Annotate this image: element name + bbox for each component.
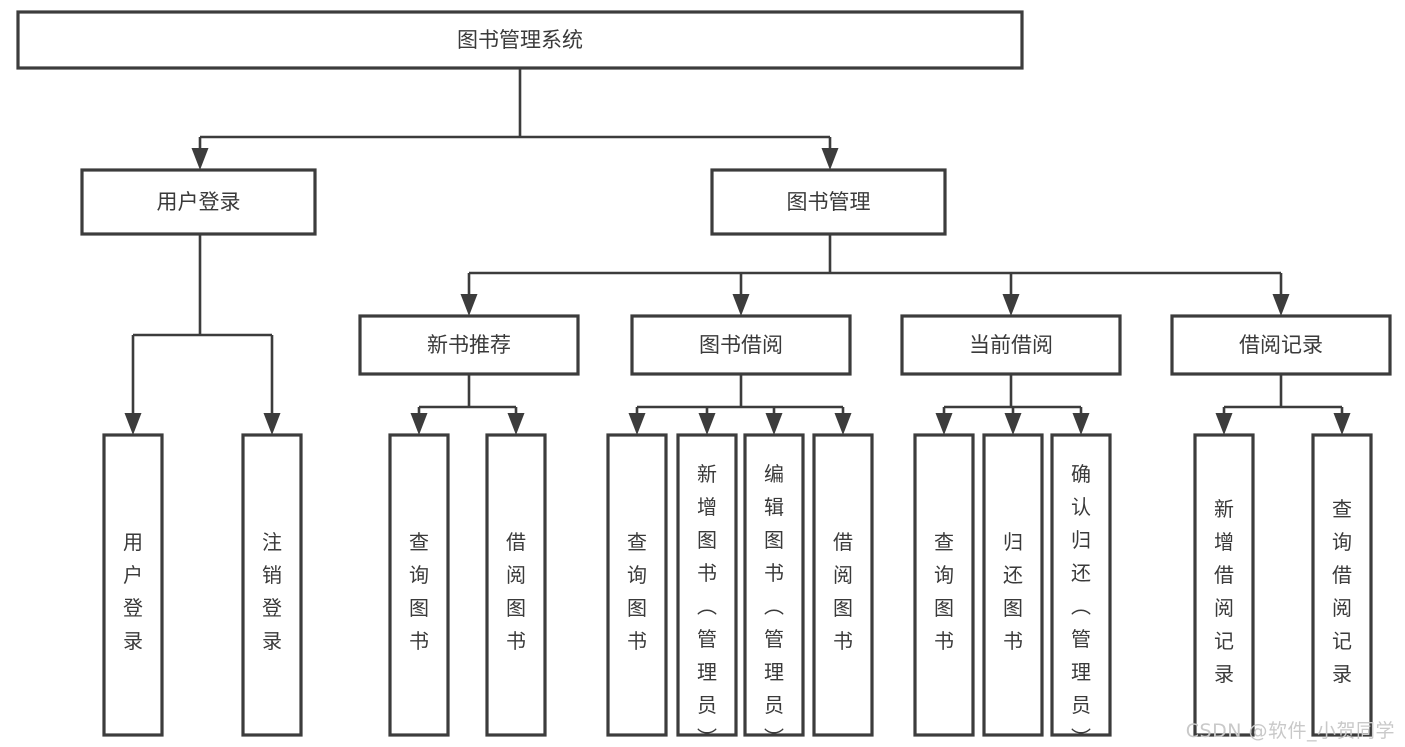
node-borrow-record[interactable]: 借阅记录 bbox=[1170, 314, 1392, 376]
node-label: 图书管理系统 bbox=[457, 28, 583, 52]
node-book-borrow[interactable]: 图书借阅 bbox=[630, 314, 852, 376]
connector-new-book-to-leaves bbox=[410, 374, 525, 435]
node-label: 查询图书 bbox=[627, 529, 647, 652]
arrow-head-icon bbox=[191, 148, 209, 170]
node-label: 图书管理 bbox=[787, 190, 871, 214]
node-label: 确认归还︵管理员︶ bbox=[1071, 461, 1091, 747]
node-box[interactable] bbox=[102, 433, 164, 737]
arrow-head-icon bbox=[410, 413, 428, 435]
node-book-management[interactable]: 图书管理 bbox=[710, 168, 947, 236]
leaf-query-borrow-record[interactable]: 查询借阅记录 bbox=[1311, 433, 1373, 737]
arrow-head-icon bbox=[698, 413, 716, 435]
node-root-library-system[interactable]: 图书管理系统 bbox=[16, 10, 1024, 70]
node-label: 新增借阅记录 bbox=[1214, 496, 1234, 685]
connector-current-borrow-to-leaves bbox=[935, 374, 1090, 435]
connector-user-login-to-leaves bbox=[124, 234, 281, 435]
leaf-query-book-borrow[interactable]: 查询图书 bbox=[606, 433, 668, 737]
leaf-borrow-book[interactable]: 借阅图书 bbox=[812, 433, 874, 737]
leaf-edit-book-admin[interactable]: 编辑图书︵管理员︶ bbox=[743, 433, 805, 747]
arrow-head-icon bbox=[1333, 413, 1351, 435]
node-label: 查询借阅记录 bbox=[1332, 496, 1352, 685]
node-box[interactable] bbox=[358, 314, 580, 376]
arrow-head-icon bbox=[1004, 413, 1022, 435]
node-current-borrow[interactable]: 当前借阅 bbox=[900, 314, 1122, 376]
node-box[interactable] bbox=[913, 433, 975, 737]
node-box[interactable] bbox=[485, 433, 547, 737]
leaf-user-login[interactable]: 用户登录 bbox=[102, 433, 164, 737]
arrow-head-icon bbox=[263, 413, 281, 435]
nodes-layer: 图书管理系统用户登录图书管理新书推荐图书借阅当前借阅借阅记录用户登录注销登录查询… bbox=[16, 10, 1392, 747]
arrow-head-icon bbox=[628, 413, 646, 435]
arrow-head-icon bbox=[460, 294, 478, 316]
node-user-login[interactable]: 用户登录 bbox=[80, 168, 317, 236]
node-label: 借阅记录 bbox=[1239, 333, 1323, 357]
leaf-return-book[interactable]: 归还图书 bbox=[982, 433, 1044, 737]
arrow-head-icon bbox=[834, 413, 852, 435]
leaf-logout-login[interactable]: 注销登录 bbox=[241, 433, 303, 737]
node-box[interactable] bbox=[1311, 433, 1373, 737]
node-label: 当前借阅 bbox=[969, 333, 1053, 357]
node-label: 新书推荐 bbox=[427, 333, 511, 357]
edges-layer bbox=[124, 68, 1351, 435]
node-box[interactable] bbox=[1050, 433, 1112, 737]
node-box[interactable] bbox=[812, 433, 874, 737]
node-label: 新增图书︵管理员︶ bbox=[697, 461, 717, 747]
leaf-add-book-admin[interactable]: 新增图书︵管理员︶ bbox=[676, 433, 738, 747]
node-box[interactable] bbox=[241, 433, 303, 737]
node-box[interactable] bbox=[606, 433, 668, 737]
node-label: 编辑图书︵管理员︶ bbox=[764, 461, 784, 747]
leaf-borrow-book-new-recommend[interactable]: 借阅图书 bbox=[485, 433, 547, 737]
node-label: 借阅图书 bbox=[506, 529, 526, 652]
node-box[interactable] bbox=[710, 168, 947, 236]
arrow-head-icon bbox=[1215, 413, 1233, 435]
node-box[interactable] bbox=[630, 314, 852, 376]
node-label: 注销登录 bbox=[262, 529, 282, 652]
node-box[interactable] bbox=[16, 10, 1024, 70]
node-box[interactable] bbox=[900, 314, 1122, 376]
arrow-head-icon bbox=[507, 413, 525, 435]
node-new-book-recommend[interactable]: 新书推荐 bbox=[358, 314, 580, 376]
node-box[interactable] bbox=[80, 168, 317, 236]
node-label: 归还图书 bbox=[1003, 529, 1023, 652]
node-label: 用户登录 bbox=[157, 190, 241, 214]
node-box[interactable] bbox=[982, 433, 1044, 737]
connector-borrow-record-to-leaves bbox=[1215, 374, 1351, 435]
arrow-head-icon bbox=[935, 413, 953, 435]
node-label: 借阅图书 bbox=[833, 529, 853, 652]
leaf-query-book-new-recommend[interactable]: 查询图书 bbox=[388, 433, 450, 737]
arrow-head-icon bbox=[1072, 413, 1090, 435]
connector-book-management-to-level3 bbox=[460, 234, 1290, 316]
node-label: 查询图书 bbox=[934, 529, 954, 652]
arrow-head-icon bbox=[1002, 294, 1020, 316]
arrow-head-icon bbox=[821, 148, 839, 170]
leaf-query-book-current-borrow[interactable]: 查询图书 bbox=[913, 433, 975, 737]
connector-root-to-level2 bbox=[191, 68, 839, 170]
node-box[interactable] bbox=[388, 433, 450, 737]
node-label: 用户登录 bbox=[123, 529, 143, 652]
arrow-head-icon bbox=[765, 413, 783, 435]
arrow-head-icon bbox=[732, 294, 750, 316]
connector-book-borrow-to-leaves bbox=[628, 374, 852, 435]
arrow-head-icon bbox=[1272, 294, 1290, 316]
leaf-add-borrow-record[interactable]: 新增借阅记录 bbox=[1193, 433, 1255, 737]
leaf-confirm-return-admin[interactable]: 确认归还︵管理员︶ bbox=[1050, 433, 1112, 747]
node-box[interactable] bbox=[743, 433, 805, 737]
node-label: 查询图书 bbox=[409, 529, 429, 652]
arrow-head-icon bbox=[124, 413, 142, 435]
node-box[interactable] bbox=[1193, 433, 1255, 737]
node-box[interactable] bbox=[676, 433, 738, 737]
node-label: 图书借阅 bbox=[699, 333, 783, 357]
node-box[interactable] bbox=[1170, 314, 1392, 376]
